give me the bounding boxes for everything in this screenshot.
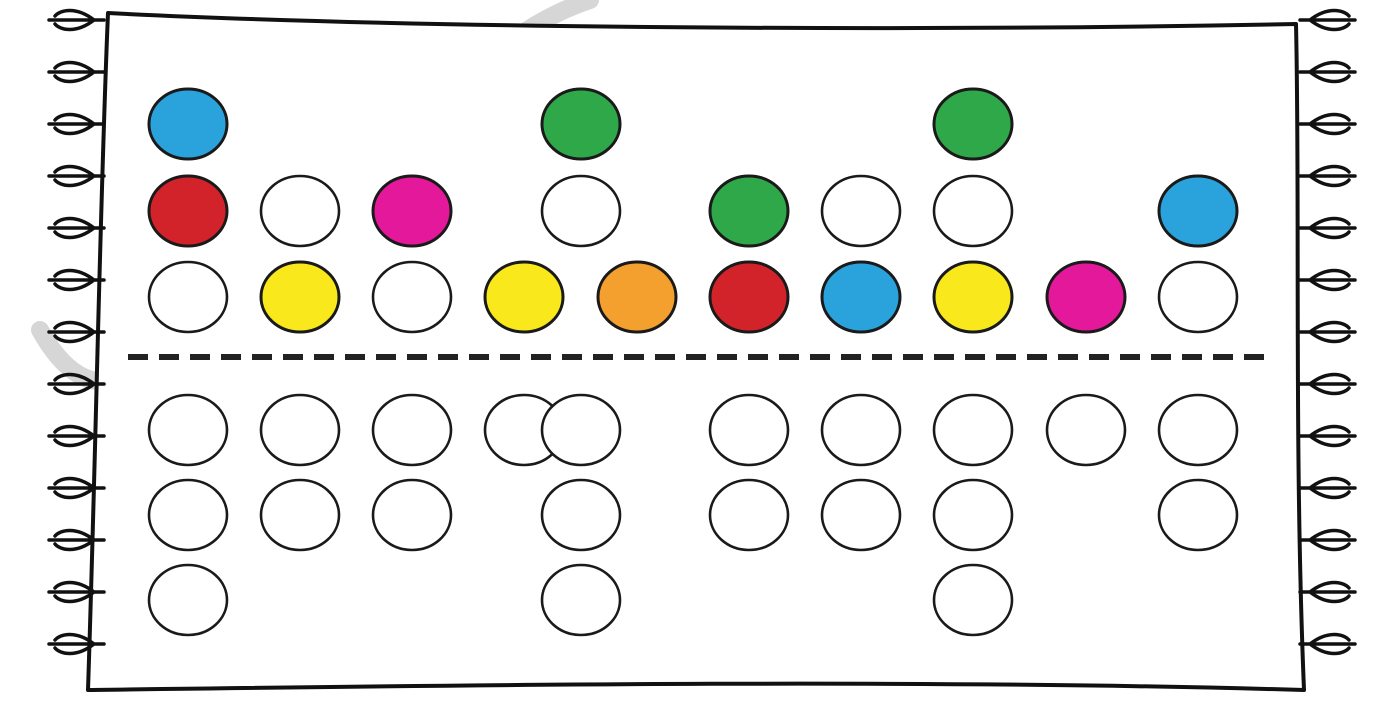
tassel bbox=[49, 11, 104, 30]
tassel bbox=[1300, 479, 1355, 498]
tassel bbox=[49, 167, 104, 186]
tassel bbox=[1300, 11, 1355, 30]
empty-dot bbox=[1159, 480, 1237, 550]
right-fringe-tassels bbox=[1300, 11, 1355, 654]
magenta-dot bbox=[373, 176, 451, 246]
empty-dot bbox=[149, 395, 227, 465]
empty-dot bbox=[373, 395, 451, 465]
tassel bbox=[1300, 375, 1355, 394]
red-dot bbox=[149, 176, 227, 246]
tassel bbox=[49, 271, 104, 290]
tassel bbox=[1300, 583, 1355, 602]
empty-dot bbox=[373, 480, 451, 550]
empty-dot bbox=[710, 480, 788, 550]
yellow-dot bbox=[485, 262, 563, 332]
empty-dot bbox=[934, 176, 1012, 246]
tassel bbox=[1300, 427, 1355, 446]
yellow-dot bbox=[261, 262, 339, 332]
blue-dot bbox=[1159, 176, 1237, 246]
red-dot bbox=[710, 262, 788, 332]
tassel bbox=[1300, 635, 1355, 654]
empty-dot bbox=[261, 480, 339, 550]
empty-dot bbox=[149, 565, 227, 635]
tassel bbox=[1300, 271, 1355, 290]
tassel bbox=[49, 115, 104, 134]
empty-dot bbox=[822, 395, 900, 465]
green-dot bbox=[710, 176, 788, 246]
tassel bbox=[49, 323, 104, 342]
tassel bbox=[1300, 323, 1355, 342]
magenta-dot bbox=[1047, 262, 1125, 332]
empty-dot bbox=[261, 176, 339, 246]
empty-dot bbox=[542, 395, 620, 465]
empty-dot bbox=[710, 395, 788, 465]
empty-dot bbox=[822, 480, 900, 550]
blue-dot bbox=[149, 89, 227, 159]
green-dot bbox=[934, 89, 1012, 159]
empty-dot bbox=[1159, 395, 1237, 465]
empty-dot bbox=[261, 395, 339, 465]
tassel bbox=[1300, 531, 1355, 550]
green-dot bbox=[542, 89, 620, 159]
orange-dot bbox=[598, 262, 676, 332]
tassel bbox=[49, 219, 104, 238]
empty-dot bbox=[373, 262, 451, 332]
empty-dot bbox=[1159, 262, 1237, 332]
empty-dot bbox=[542, 565, 620, 635]
empty-dot bbox=[542, 176, 620, 246]
tassel bbox=[1300, 219, 1355, 238]
tassel bbox=[1300, 167, 1355, 186]
blue-dot bbox=[822, 262, 900, 332]
empty-dot bbox=[934, 480, 1012, 550]
empty-dot bbox=[1047, 395, 1125, 465]
tassel bbox=[1300, 115, 1355, 134]
empty-dot bbox=[822, 176, 900, 246]
empty-dot bbox=[149, 262, 227, 332]
empty-dot bbox=[149, 480, 227, 550]
empty-dot bbox=[934, 565, 1012, 635]
empty-dot bbox=[934, 395, 1012, 465]
empty-dot bbox=[542, 480, 620, 550]
yellow-dot bbox=[934, 262, 1012, 332]
tassel bbox=[49, 63, 104, 82]
tassel bbox=[1300, 63, 1355, 82]
rug-border bbox=[88, 13, 1304, 690]
